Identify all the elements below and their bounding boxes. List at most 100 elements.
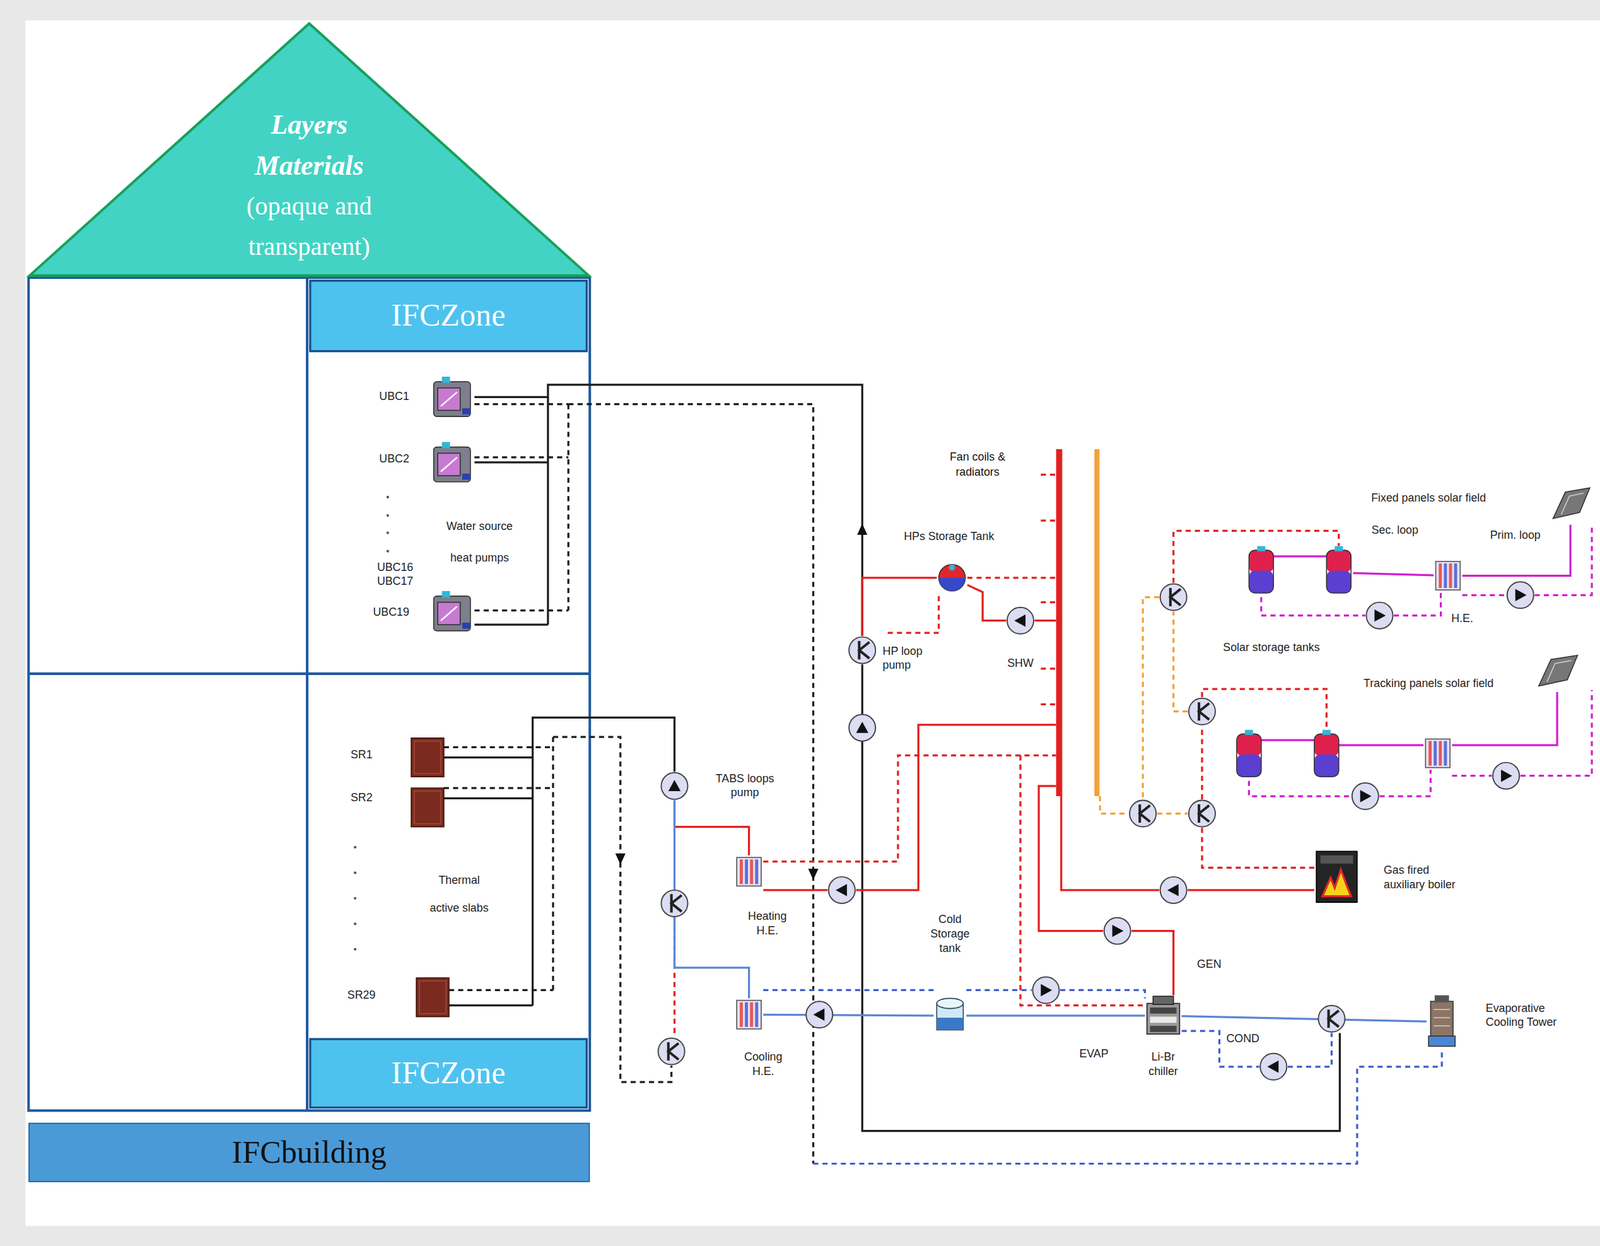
pipe-line [1202, 688, 1327, 730]
roof-layer: Layers Materials(opaque and transparent) [28, 22, 590, 278]
equipment-icon [416, 977, 450, 1017]
hp-panel [437, 602, 461, 625]
valve-body [1129, 800, 1157, 827]
pump-arrow [1040, 983, 1052, 996]
ellipsis-dot [386, 495, 390, 499]
flow-arrow [615, 853, 626, 865]
pipe-line [1202, 827, 1315, 868]
tank-body [939, 564, 966, 591]
pipe-connector [1352, 572, 1434, 576]
hp-casing [433, 595, 471, 631]
pipe-line [449, 1004, 533, 1006]
hp-cap [442, 590, 451, 598]
tower-louvre [1433, 1008, 1450, 1010]
component-label: UBC1 [379, 389, 409, 404]
hp-gauge [440, 457, 458, 472]
pipe-line [443, 746, 554, 748]
chiller-shell [1149, 1007, 1177, 1014]
pipe-line [474, 455, 569, 458]
valve-symbol [668, 1041, 679, 1061]
pipe-line [443, 786, 554, 789]
pipe-line [1060, 989, 1145, 998]
roof-text: (opaque and transparent) [201, 185, 417, 267]
pump-body [1032, 976, 1059, 1003]
equipment-node: SR1 [411, 737, 444, 777]
pump-arrow [1267, 1060, 1279, 1073]
pipe-connector [474, 384, 863, 636]
pipe-line [763, 754, 1056, 861]
solar-panel [1553, 487, 1590, 519]
he-plate [754, 1002, 759, 1027]
pump-body [1007, 607, 1034, 634]
ellipsis-dot [353, 845, 357, 849]
equipment-node: Heating H.E. [734, 855, 764, 888]
tower-louvre [1433, 1024, 1450, 1027]
pump-arrow [1515, 589, 1527, 602]
he-plate [1438, 741, 1442, 766]
equipment-node: SR2 [411, 787, 444, 827]
component-label: SR1 [350, 747, 373, 762]
component-label: UBC2 [379, 452, 409, 467]
pump-body [1104, 917, 1131, 945]
pipe-line [763, 988, 934, 991]
part-label: Sec. loop [1371, 523, 1419, 538]
panel-shine [1561, 492, 1585, 514]
tank-water [936, 1017, 964, 1030]
he-frame [1425, 738, 1450, 767]
label-box: Fan coils & radiators [928, 443, 1027, 485]
solar-tank-hot [1326, 549, 1351, 573]
he-plate [739, 858, 743, 884]
pipe-line [1379, 769, 1431, 796]
pipe-line [443, 797, 533, 800]
pipe-connector [966, 1014, 1145, 1017]
solar-tank-hot [1314, 733, 1339, 757]
pipe-line [1287, 1032, 1332, 1066]
pump-body [1366, 602, 1393, 629]
tower-basin [1428, 1035, 1455, 1046]
part-label: Prim. loop [1490, 528, 1541, 543]
component-label: HPs Storage Tank [903, 529, 994, 544]
valve-body [658, 1037, 685, 1064]
equipment-icon [1433, 559, 1462, 593]
he-plate [744, 1002, 748, 1027]
pump-arrow [1360, 789, 1372, 802]
pipe-line [474, 609, 569, 612]
equipment-icon [1246, 546, 1353, 598]
pipe-line [887, 591, 940, 633]
roof-triangle [29, 23, 590, 276]
hp-port [462, 408, 471, 415]
component-label: SHW [1007, 656, 1034, 671]
ellipsis-dot [353, 922, 357, 925]
pump-body [660, 772, 688, 800]
pump-body [848, 714, 876, 742]
tracking-solar-tanks [1236, 729, 1339, 777]
pipe-connector [1462, 524, 1571, 576]
component-label: Tracking panels solar field [1363, 676, 1494, 691]
pipe-line [813, 1048, 1443, 1164]
pipe-line [1131, 930, 1174, 996]
ellipsis-dot [386, 513, 390, 517]
equipment-icon [429, 589, 475, 633]
component-label: SR2 [350, 790, 373, 805]
zone-band: IFCZone [309, 279, 588, 352]
component-label: H.E. [1451, 611, 1474, 625]
he-plate [739, 1002, 743, 1027]
pipe-connector [674, 800, 749, 856]
equipment-icon [734, 997, 764, 1031]
pipe-line [1534, 524, 1592, 596]
hp-panel [437, 387, 461, 411]
pipe-line [1181, 1030, 1260, 1067]
equipment-icon [429, 375, 475, 419]
pump-arrow [1014, 614, 1026, 627]
valve-body [848, 636, 876, 664]
slab-shade [414, 790, 441, 824]
pipe-line [1261, 597, 1366, 616]
pipe-line [1061, 795, 1160, 890]
band-title: IFCbuilding [232, 1134, 387, 1170]
pipe-line [1034, 619, 1057, 622]
part-label: Water source heat pumps [438, 510, 521, 574]
component-label: TABS loops pump [703, 771, 786, 800]
hp-port [462, 473, 471, 480]
valve-body [1188, 800, 1216, 827]
